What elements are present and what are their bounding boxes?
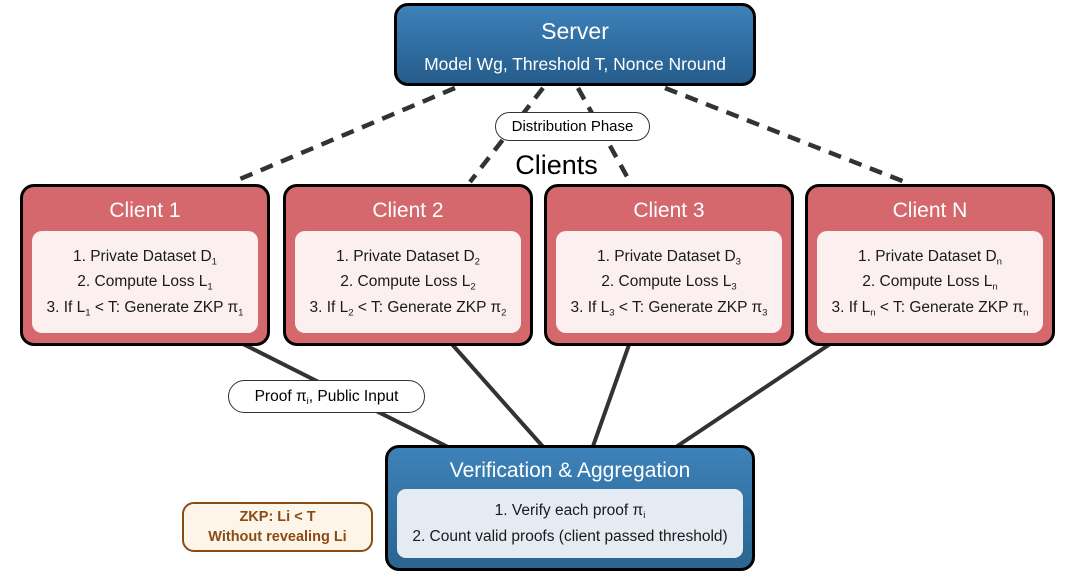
clients-heading: Clients [0,150,1079,181]
subscript: 3 [762,307,768,319]
server-node[interactable]: Server Model Wg, Threshold T, Nonce Nrou… [394,3,756,86]
client-step-1: 1. Private Dataset D1 [72,247,218,268]
subscript: 1 [238,307,244,319]
subscript: 2 [348,307,354,319]
subscript: 2 [501,307,507,319]
subscript: 2 [474,256,481,268]
edge-client-2-to-verification [448,340,547,451]
client-step-3: 3. If Ln < T: Generate ZKP πn [831,298,1029,319]
client-step-1: 1. Private Dataset Dn [857,247,1003,268]
verification-body: 1. Verify each proof πi 2. Count valid p… [397,489,743,558]
proof-public-input-label: Proof πi, Public Input [228,380,425,413]
client-title: Client 2 [372,199,444,222]
subscript: 1 [85,307,91,319]
subscript: 3 [735,256,742,268]
server-subtitle: Model Wg, Threshold T, Nonce Nround [424,53,726,74]
verification-step-2: 2. Count valid proofs (client passed thr… [412,528,728,545]
client-step-3: 3. If L2 < T: Generate ZKP π2 [309,298,507,319]
client-node-2[interactable]: Client 2 1. Private Dataset D2 2. Comput… [283,184,533,346]
client-node-1[interactable]: Client 1 1. Private Dataset D1 2. Comput… [20,184,270,346]
client-step-3: 3. If L3 < T: Generate ZKP π3 [570,298,768,319]
verification-step-1: 1. Verify each proof πi [494,501,646,521]
client-body: 1. Private Dataset D2 2. Compute Loss L2… [295,231,521,333]
subscript: 1 [207,281,213,293]
client-body: 1. Private Dataset Dn 2. Compute Loss Ln… [817,231,1043,333]
zkp-legend-box: ZKP: Li < T Without revealing Li [182,502,373,552]
server-title: Server [541,17,609,44]
client-node-n[interactable]: Client N 1. Private Dataset Dn 2. Comput… [805,184,1055,346]
zkp-legend-line-1: ZKP: Li < T [239,509,316,525]
client-step-2: 2. Compute Loss L2 [340,273,476,293]
edge-client-n-to-verification [671,332,847,451]
subscript: 3 [731,281,737,293]
subscript: 3 [609,307,615,319]
subscript: i [306,395,309,407]
edge-server-to-client-1 [232,85,456,185]
subscript: n [1023,307,1029,319]
client-step-1: 1. Private Dataset D3 [596,247,742,268]
subscript: i [643,509,646,521]
client-step-1: 1. Private Dataset D2 [335,247,481,268]
zkp-legend-line-2: Without revealing Li [208,528,347,545]
client-step-2: 2. Compute Loss Ln [862,273,998,293]
proof-pill-text: Proof πi, Public Input [254,387,399,407]
client-node-3[interactable]: Client 3 1. Private Dataset D3 2. Comput… [544,184,794,346]
subscript: 1 [211,256,218,268]
client-step-2: 2. Compute Loss L3 [601,273,737,293]
subscript: n [992,281,998,293]
client-step-2: 2. Compute Loss L1 [77,273,213,293]
client-title: Client 3 [633,199,705,222]
subscript: n [996,256,1003,268]
clients-heading-text: Clients [515,150,598,180]
edge-server-to-client-n [664,85,906,185]
client-step-3: 3. If L1 < T: Generate ZKP π1 [46,298,244,319]
verification-title: Verification & Aggregation [449,459,691,482]
subscript: n [870,307,876,319]
client-title: Client 1 [109,199,181,222]
edge-client-3-to-verification [590,341,632,450]
distribution-phase-label: Distribution Phase [495,112,650,141]
client-body: 1. Private Dataset D3 2. Compute Loss L3… [556,231,782,333]
verification-aggregation-node[interactable]: Verification & Aggregation 1. Verify eac… [385,445,755,571]
client-title: Client N [892,199,968,222]
client-body: 1. Private Dataset D1 2. Compute Loss L1… [32,231,258,333]
subscript: 2 [470,281,476,293]
